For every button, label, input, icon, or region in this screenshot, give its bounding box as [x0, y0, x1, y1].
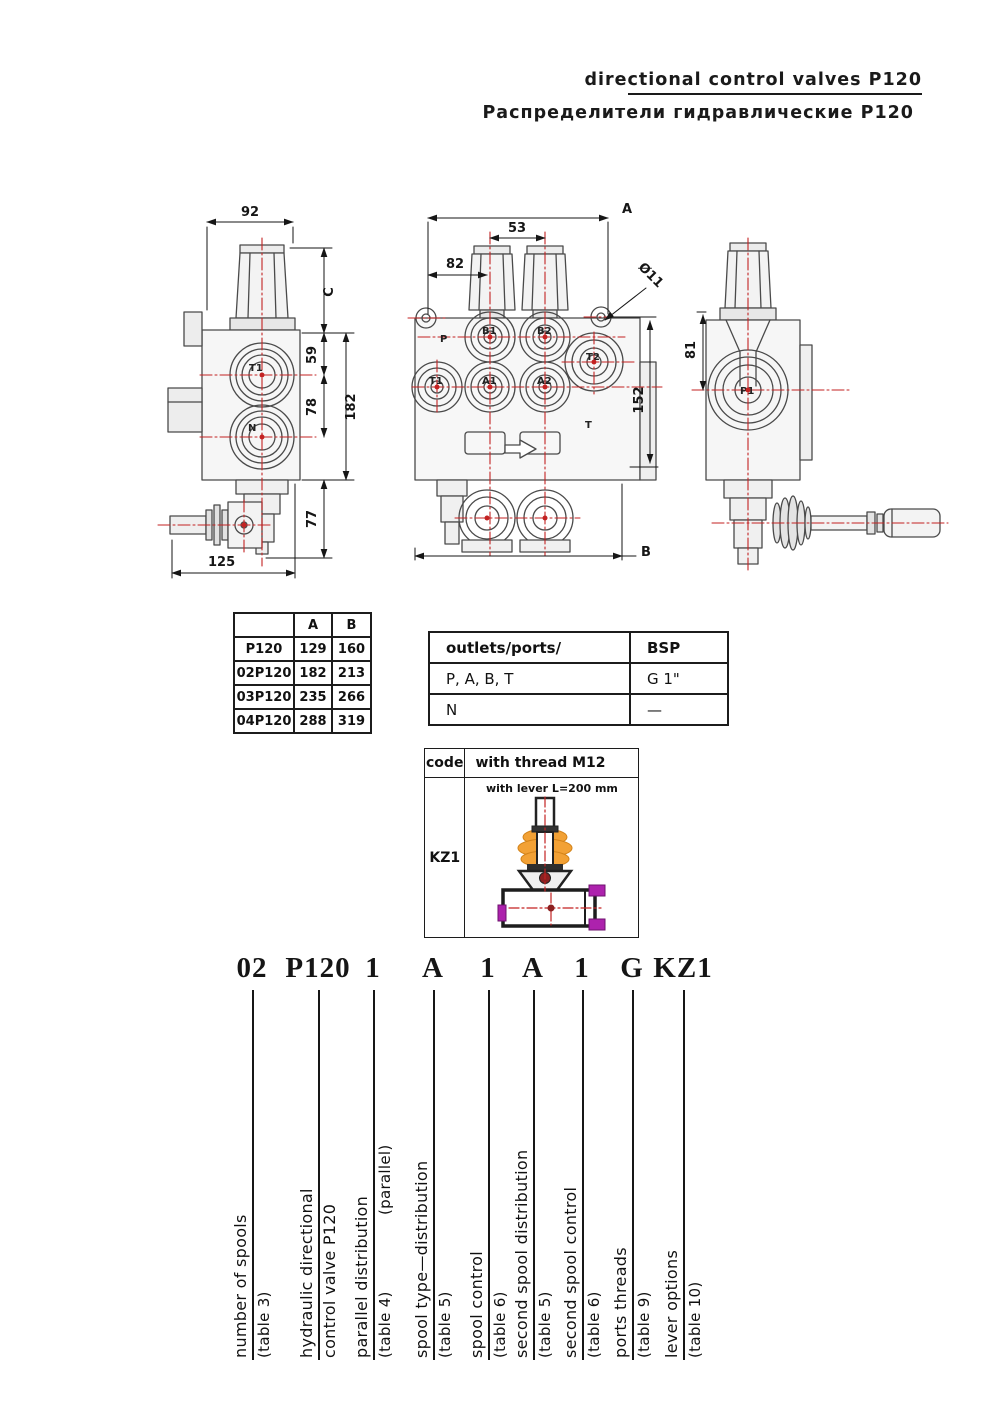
table-row: A B [233, 612, 372, 638]
order-label-2-main: parallel distribution [352, 1195, 371, 1358]
leader-line [433, 990, 435, 1360]
kz1-caption: with lever L=200 mm [485, 782, 618, 795]
dim-182: 182 [344, 393, 359, 420]
left-dim-labels: 92 C 59 182 78 77 125 [208, 205, 359, 570]
order-label-0-table: (table 3) [255, 1291, 273, 1358]
dim-a: A [622, 202, 632, 217]
table-row: 04P120 288 319 [233, 708, 372, 734]
order-label-2-extra: (parallel) [376, 1144, 394, 1215]
port-center-dots [241, 334, 751, 528]
middle-dimensions [414, 214, 659, 561]
dim-152: 152 [632, 386, 647, 413]
table-row: 03P120 235 266 [233, 684, 372, 710]
order-label-0-main: number of spools [231, 1214, 250, 1358]
dim-82: 82 [446, 257, 464, 272]
code-table: code with thread M12 KZ1 with lever L=20… [423, 748, 640, 938]
left-view [167, 244, 301, 555]
dim-53: 53 [508, 221, 526, 236]
order-label-1-second: control valve P120 [320, 1203, 339, 1358]
order-code-2: 1 [365, 952, 381, 984]
order-label-1-main: hydraulic directional [297, 1188, 316, 1358]
leader-line [318, 990, 320, 1360]
title-underline [628, 93, 922, 95]
order-code-5: A [522, 952, 544, 984]
order-label-4-main: spool control [467, 1251, 486, 1358]
left-dimensions [171, 218, 355, 579]
order-code-0: 02 [236, 952, 268, 984]
dim-77: 77 [305, 510, 320, 528]
ports-table: outlets/ports/ BSP P, A, B, T G 1" N — [428, 631, 729, 726]
left-port-labels: T1 N [248, 363, 263, 434]
port-label-n: N [248, 423, 256, 434]
order-code-8: KZ1 [653, 952, 713, 984]
order-label-7-table: (table 9) [635, 1291, 653, 1358]
order-label-6-table: (table 6) [585, 1291, 603, 1358]
dim-b: B [641, 545, 651, 560]
order-label-5-main: second spool distribution [512, 1149, 531, 1358]
leader-line [533, 990, 535, 1360]
right-dimensions [696, 311, 707, 391]
leader-line [632, 990, 634, 1360]
port-label-b1: B1 [482, 326, 497, 337]
order-label-4-table: (table 6) [491, 1291, 509, 1358]
order-code-3: A [422, 952, 444, 984]
order-label-8-main: lever options [662, 1249, 681, 1358]
table-row: P120 129 160 [233, 636, 372, 662]
leader-line [683, 990, 685, 1360]
port-label-p: P [440, 334, 447, 345]
table-row: N — [428, 693, 729, 726]
table-row: P, A, B, T G 1" [428, 662, 729, 695]
valve-drawings: T1 N 92 C 59 182 78 77 [157, 202, 949, 579]
dim-125: 125 [208, 555, 235, 570]
code-kz1: KZ1 [423, 777, 466, 938]
port-label-t1: T1 [249, 363, 263, 374]
dim-81: 81 [684, 341, 699, 359]
right-dim-labels: 81 [684, 341, 699, 359]
order-label-6-main: second spool control [561, 1186, 580, 1358]
port-label-t: T [585, 420, 592, 431]
dim-92: 92 [241, 205, 259, 220]
order-label-8-table: (table 10) [686, 1281, 704, 1358]
port-label-t1m: T1 [429, 376, 443, 387]
page-title-en: directional control valves P120 [584, 70, 922, 90]
middle-port-labels: P B1 B2 T2 T1 A1 A2 T [429, 326, 600, 431]
right-centerlines [691, 237, 949, 571]
dim-c: C [322, 287, 337, 297]
dim-dia11: Ø11 [635, 260, 666, 291]
right-view [705, 242, 941, 565]
order-code-4: 1 [480, 952, 496, 984]
table-row: outlets/ports/ BSP [428, 631, 729, 664]
leader-line [373, 990, 375, 1360]
order-label-2-table: (table 4) [376, 1291, 394, 1358]
port-label-a2: A2 [537, 376, 552, 387]
page-title-ru: Распределители гидравлические P120 [482, 103, 914, 123]
table-row: 02P120 182 213 [233, 660, 372, 686]
order-label-5-table: (table 5) [536, 1291, 554, 1358]
dim-59: 59 [305, 346, 320, 364]
table-row: KZ1 with lever L=200 mm [423, 777, 640, 938]
order-label-3-main: spool type—distribution [412, 1160, 431, 1358]
dim-78: 78 [305, 398, 320, 416]
size-table: A B P120 129 160 02P120 182 213 03P120 2… [233, 612, 372, 734]
order-code-1: P120 [285, 952, 351, 984]
leader-line [252, 990, 254, 1360]
middle-view [411, 245, 657, 553]
port-label-b2: B2 [537, 326, 552, 337]
order-label-3-table: (table 5) [436, 1291, 454, 1358]
port-label-t2: T2 [586, 352, 600, 363]
order-label-7-main: ports threads [611, 1247, 630, 1358]
order-code-7: G [620, 952, 644, 984]
order-code-6: 1 [574, 952, 590, 984]
port-label-a1: A1 [482, 376, 497, 387]
leader-line [488, 990, 490, 1360]
leader-line [582, 990, 584, 1360]
table-row: code with thread M12 [423, 748, 640, 778]
kz1-lever-image [497, 796, 606, 931]
